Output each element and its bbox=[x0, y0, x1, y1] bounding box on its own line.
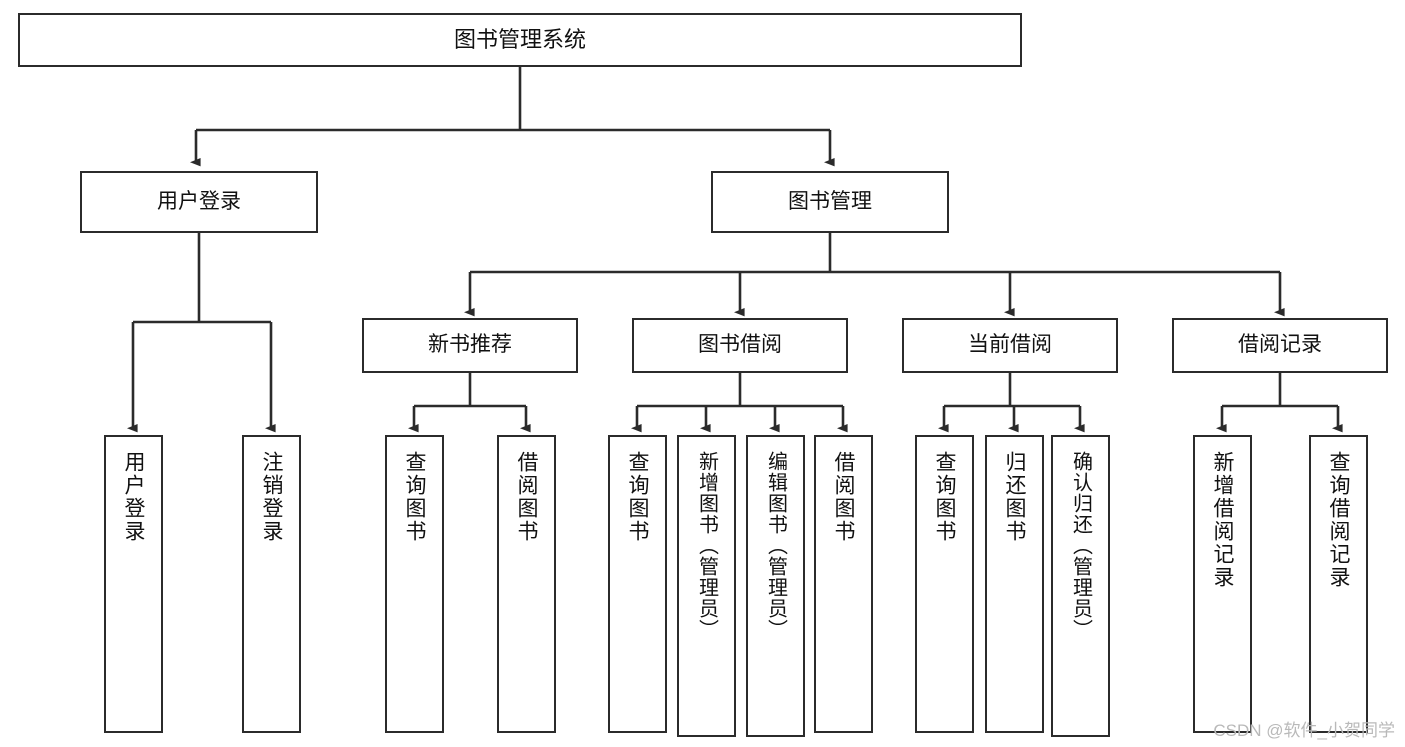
node-current-borrow[interactable]: 当前借阅 bbox=[902, 318, 1118, 373]
node-leaf-borrow-book-2[interactable]: 借阅图书 bbox=[814, 435, 873, 733]
node-leaf-query-book-3-label: 查询图书 bbox=[933, 451, 956, 543]
node-leaf-borrow-book-1[interactable]: 借阅图书 bbox=[497, 435, 556, 733]
node-leaf-borrow-book-1-label: 借阅图书 bbox=[515, 451, 538, 543]
node-leaf-add-book[interactable]: 新增图书（管理员） bbox=[677, 435, 736, 737]
node-leaf-user-login-label: 用户登录 bbox=[122, 451, 145, 543]
node-leaf-edit-book-label: 编辑图书（管理员） bbox=[764, 451, 787, 640]
node-book-borrow-label: 图书借阅 bbox=[698, 333, 782, 357]
node-leaf-return-book-label: 归还图书 bbox=[1003, 451, 1026, 543]
node-leaf-user-logout[interactable]: 注销登录 bbox=[242, 435, 301, 733]
node-leaf-borrow-book-2-label: 借阅图书 bbox=[832, 451, 855, 543]
node-leaf-add-record-label: 新增借阅记录 bbox=[1211, 451, 1234, 589]
node-leaf-user-login[interactable]: 用户登录 bbox=[104, 435, 163, 733]
node-root[interactable]: 图书管理系统 bbox=[18, 13, 1022, 67]
node-leaf-edit-book[interactable]: 编辑图书（管理员） bbox=[746, 435, 805, 737]
node-borrow-record[interactable]: 借阅记录 bbox=[1172, 318, 1388, 373]
node-borrow-record-label: 借阅记录 bbox=[1238, 333, 1322, 357]
node-leaf-add-book-label: 新增图书（管理员） bbox=[695, 451, 718, 640]
node-new-book-recommend[interactable]: 新书推荐 bbox=[362, 318, 578, 373]
node-book-borrow[interactable]: 图书借阅 bbox=[632, 318, 848, 373]
node-leaf-confirm-return-label: 确认归还（管理员） bbox=[1069, 451, 1092, 640]
node-book-manage[interactable]: 图书管理 bbox=[711, 171, 949, 233]
watermark: CSDN @软件_小贺同学 bbox=[1213, 721, 1395, 740]
node-leaf-query-book-3[interactable]: 查询图书 bbox=[915, 435, 974, 733]
node-user-login-label: 用户登录 bbox=[157, 189, 241, 213]
node-leaf-query-record-label: 查询借阅记录 bbox=[1327, 451, 1350, 589]
node-leaf-return-book[interactable]: 归还图书 bbox=[985, 435, 1044, 733]
node-leaf-user-logout-label: 注销登录 bbox=[260, 451, 283, 543]
node-leaf-query-book-2[interactable]: 查询图书 bbox=[608, 435, 667, 733]
node-current-borrow-label: 当前借阅 bbox=[968, 333, 1052, 357]
node-leaf-query-book-1-label: 查询图书 bbox=[403, 451, 426, 543]
node-user-login[interactable]: 用户登录 bbox=[80, 171, 318, 233]
node-leaf-confirm-return[interactable]: 确认归还（管理员） bbox=[1051, 435, 1110, 737]
node-new-book-recommend-label: 新书推荐 bbox=[428, 333, 512, 357]
node-root-label: 图书管理系统 bbox=[453, 27, 586, 53]
node-leaf-query-book-2-label: 查询图书 bbox=[626, 451, 649, 543]
node-book-manage-label: 图书管理 bbox=[788, 189, 872, 213]
node-leaf-add-record[interactable]: 新增借阅记录 bbox=[1193, 435, 1252, 733]
node-leaf-query-record[interactable]: 查询借阅记录 bbox=[1309, 435, 1368, 733]
node-leaf-query-book-1[interactable]: 查询图书 bbox=[385, 435, 444, 733]
